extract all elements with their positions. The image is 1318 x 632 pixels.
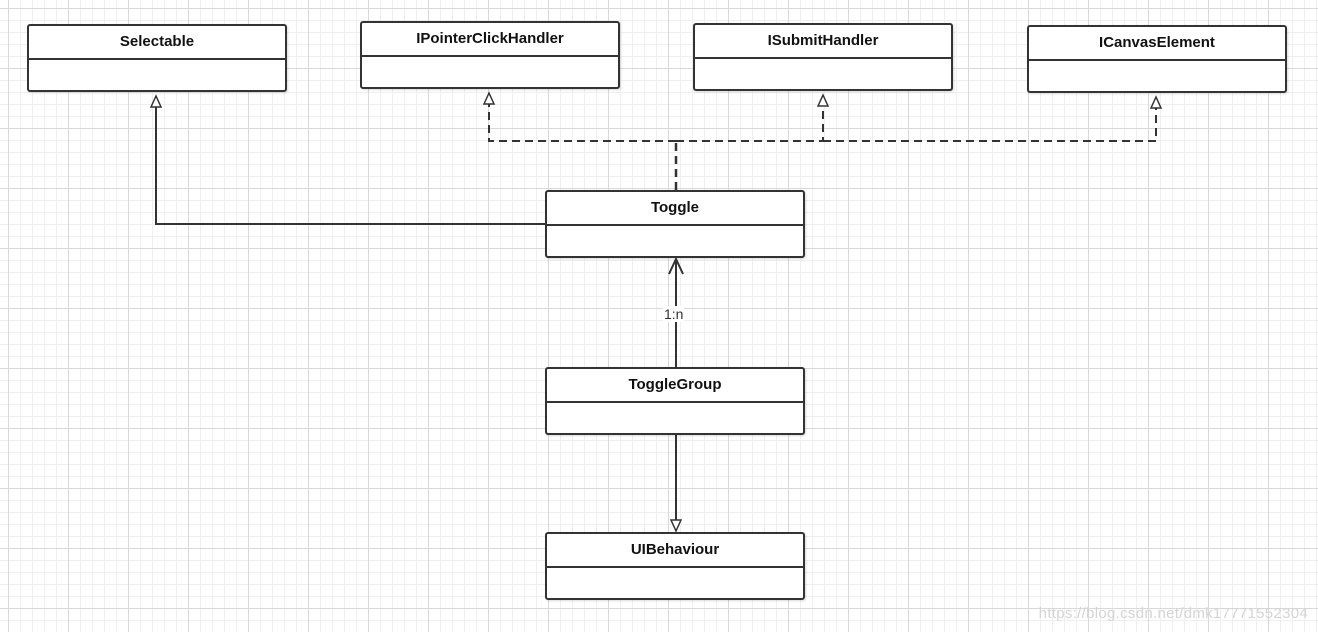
watermark-url: https://blog.csdn.net/dmk17771552304 bbox=[1038, 605, 1308, 622]
class-icanvaselement[interactable]: ICanvasElement bbox=[1027, 25, 1287, 93]
realization-icanvaselement bbox=[823, 97, 1156, 142]
class-uibehaviour[interactable]: UIBehaviour bbox=[545, 532, 805, 600]
class-body bbox=[547, 226, 803, 256]
class-ipointerclickhandler[interactable]: IPointerClickHandler bbox=[360, 21, 620, 89]
class-body bbox=[547, 403, 803, 433]
realization-ipointerclickhandler bbox=[489, 93, 676, 142]
class-name: Toggle bbox=[547, 192, 803, 226]
class-body bbox=[1029, 61, 1285, 91]
multiplicity-label: 1:n bbox=[663, 306, 685, 322]
class-body bbox=[547, 568, 803, 598]
class-name: ISubmitHandler bbox=[695, 25, 951, 59]
class-toggle[interactable]: Toggle bbox=[545, 190, 805, 258]
generalization-toggle-selectable bbox=[156, 96, 546, 225]
class-body bbox=[695, 59, 951, 89]
class-name: IPointerClickHandler bbox=[362, 23, 618, 57]
class-body bbox=[29, 60, 285, 90]
class-name: ToggleGroup bbox=[547, 369, 803, 403]
class-name: UIBehaviour bbox=[547, 534, 803, 568]
class-togglegroup[interactable]: ToggleGroup bbox=[545, 367, 805, 435]
class-name: Selectable bbox=[29, 26, 285, 60]
class-selectable[interactable]: Selectable bbox=[27, 24, 287, 92]
class-isubmithandler[interactable]: ISubmitHandler bbox=[693, 23, 953, 91]
class-body bbox=[362, 57, 618, 87]
class-name: ICanvasElement bbox=[1029, 27, 1285, 61]
realization-isubmithandler bbox=[676, 95, 823, 142]
